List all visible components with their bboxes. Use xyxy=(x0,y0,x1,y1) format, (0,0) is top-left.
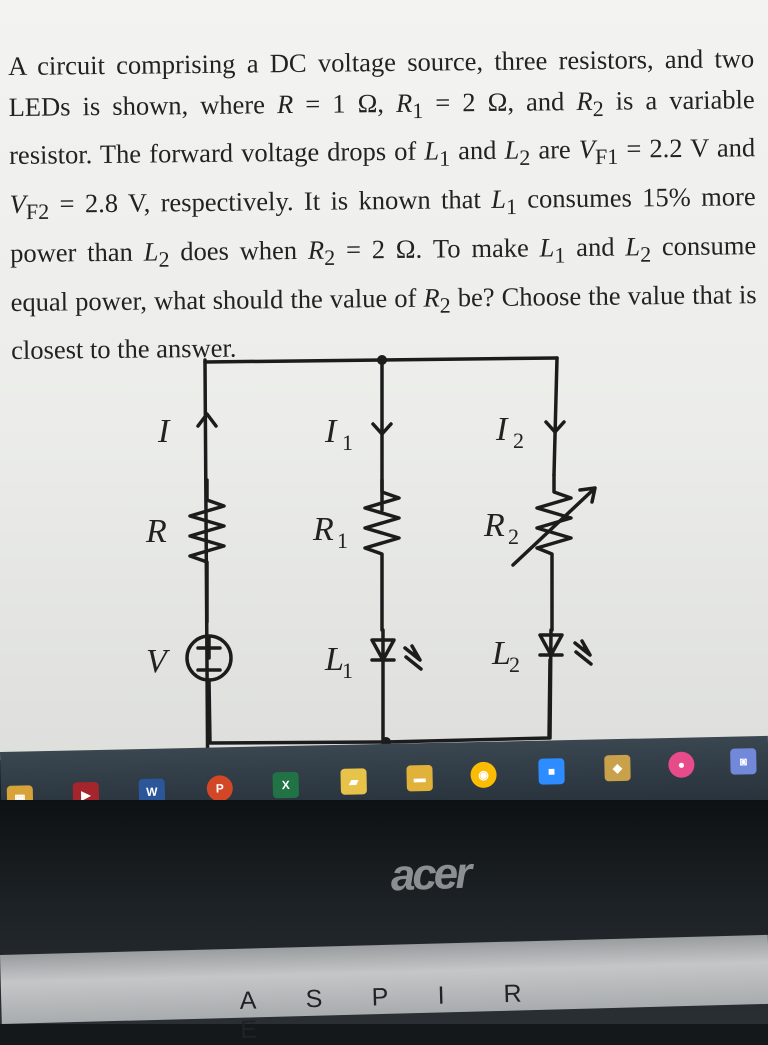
sub: 2 xyxy=(158,246,170,272)
var-L2: L xyxy=(143,236,159,267)
var-R1: R xyxy=(395,87,413,118)
sub: 1 xyxy=(554,242,566,268)
resistor-R2 xyxy=(535,473,573,632)
sub: 1 xyxy=(412,97,424,123)
model-name: A S P I R E xyxy=(239,977,620,1045)
sub: 2 xyxy=(592,95,604,121)
arrow-I2 xyxy=(544,420,566,434)
zoom-icon[interactable]: ■ xyxy=(538,758,565,785)
paint-icon[interactable]: ● xyxy=(668,751,695,779)
text-segment: = 2 Ω. To make xyxy=(334,232,540,265)
battery-signs xyxy=(196,636,222,672)
var-L2: L xyxy=(625,231,641,262)
var-R: R xyxy=(276,88,294,119)
text-segment: = 2 Ω, and xyxy=(423,85,577,118)
label-L2: L xyxy=(491,635,511,672)
label-L1: L xyxy=(324,641,344,678)
sub: 2 xyxy=(640,241,652,267)
label-I2: I xyxy=(495,411,509,448)
sub: F1 xyxy=(594,144,619,170)
var-L2: L xyxy=(504,134,520,166)
var-R2: R xyxy=(576,85,593,116)
text-segment: and xyxy=(565,231,626,263)
circuit-diagram: I I 1 I 2 R R 1 R 2 V L 1 L 2 xyxy=(145,355,597,760)
problem-text: A circuit comprising a DC voltage source… xyxy=(8,38,757,371)
excel-icon[interactable]: X xyxy=(272,771,300,799)
sub: F2 xyxy=(25,198,50,225)
label-R: R xyxy=(145,513,167,550)
wire-bottom xyxy=(207,658,552,745)
variable-arrow xyxy=(511,486,597,567)
model-letter: A xyxy=(239,986,257,1015)
led-L1 xyxy=(370,628,396,744)
sub: 2 xyxy=(519,145,531,171)
var-L1: L xyxy=(539,232,555,263)
model-letter: P xyxy=(371,983,389,1012)
label-R2-sub: 2 xyxy=(508,524,519,549)
label-R2: R xyxy=(483,507,505,544)
wire-right-top xyxy=(552,356,559,477)
arrow-I xyxy=(196,412,218,428)
junction-top xyxy=(377,355,387,365)
text-segment: does when xyxy=(169,234,309,267)
discord-icon[interactable]: ◙ xyxy=(730,748,757,775)
model-letter: S xyxy=(305,984,323,1014)
var-VF1: V xyxy=(578,134,596,165)
resistor-R xyxy=(188,478,226,624)
powerpoint-icon[interactable]: P xyxy=(206,775,234,802)
var-L1: L xyxy=(491,183,507,215)
arrow-I1 xyxy=(371,422,393,436)
var-VF2: V xyxy=(9,188,26,220)
label-L1-sub: 1 xyxy=(342,658,353,683)
var-R2: R xyxy=(307,234,325,265)
model-letter: R xyxy=(503,979,523,1009)
files-icon[interactable]: ▰ xyxy=(340,768,367,795)
led-L2 xyxy=(538,628,564,740)
label-V: V xyxy=(146,643,171,680)
var-L1: L xyxy=(424,135,440,166)
label-L2-sub: 2 xyxy=(509,652,520,677)
led-L1-arrows xyxy=(403,644,423,671)
label-R1-sub: 1 xyxy=(337,528,348,553)
var-R2: R xyxy=(423,282,440,313)
sub: 2 xyxy=(439,292,451,318)
model-letter: I xyxy=(437,981,445,1010)
text-segment: and xyxy=(449,135,505,166)
file-explorer-icon[interactable]: ▬ xyxy=(406,764,433,792)
label-I1: I xyxy=(324,413,338,450)
model-letter: E xyxy=(240,1015,258,1044)
label-I: I xyxy=(157,413,171,450)
sub: 2 xyxy=(324,244,336,270)
text-segment: = 2.2 V and xyxy=(618,132,756,164)
brand-logo: acer xyxy=(389,848,471,901)
label-I1-sub: 1 xyxy=(342,430,353,455)
text-segment: = 2.8 V, respectively. It is known that xyxy=(49,184,492,219)
text-segment: are xyxy=(530,134,579,165)
monitor-screen: A circuit comprising a DC voltage source… xyxy=(0,0,768,760)
chrome-icon[interactable]: ◉ xyxy=(470,761,497,789)
text-segment: = 1 Ω, xyxy=(293,87,397,119)
label-I2-sub: 2 xyxy=(513,428,524,453)
led-L2-arrows xyxy=(573,639,593,666)
game-icon[interactable]: ◆ xyxy=(604,754,631,782)
resistor-R1 xyxy=(363,478,401,632)
sub: 1 xyxy=(505,194,518,220)
sub: 1 xyxy=(438,145,451,172)
label-R1: R xyxy=(312,511,334,548)
